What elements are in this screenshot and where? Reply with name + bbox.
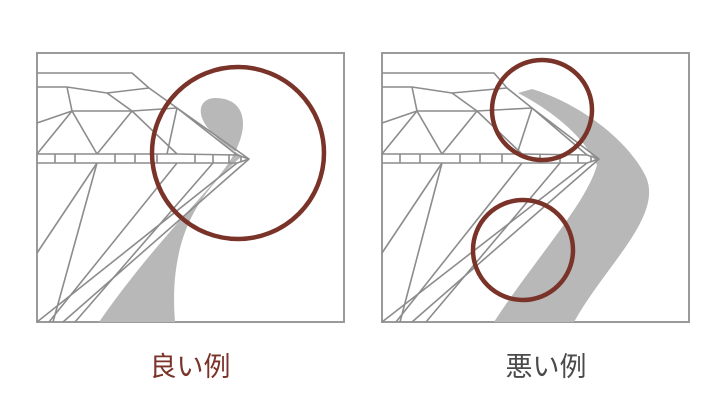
highlight-circle-top (489, 57, 595, 163)
good-example-caption: 良い例 (149, 352, 231, 383)
highlight-circle-bottom (470, 197, 576, 303)
panel-frame (36, 52, 345, 323)
shadow-stroke (494, 89, 650, 322)
shadow-stroke (99, 98, 244, 322)
highlight-circle (149, 64, 327, 242)
diamond-wireframe-icon (36, 72, 250, 323)
bad-example-illustration (381, 52, 690, 323)
good-example-panel (36, 52, 345, 323)
diamond-wireframe-icon (381, 72, 600, 323)
bad-example-panel (381, 52, 690, 323)
bad-example-caption: 悪い例 (505, 352, 587, 383)
good-example-illustration (36, 52, 345, 323)
